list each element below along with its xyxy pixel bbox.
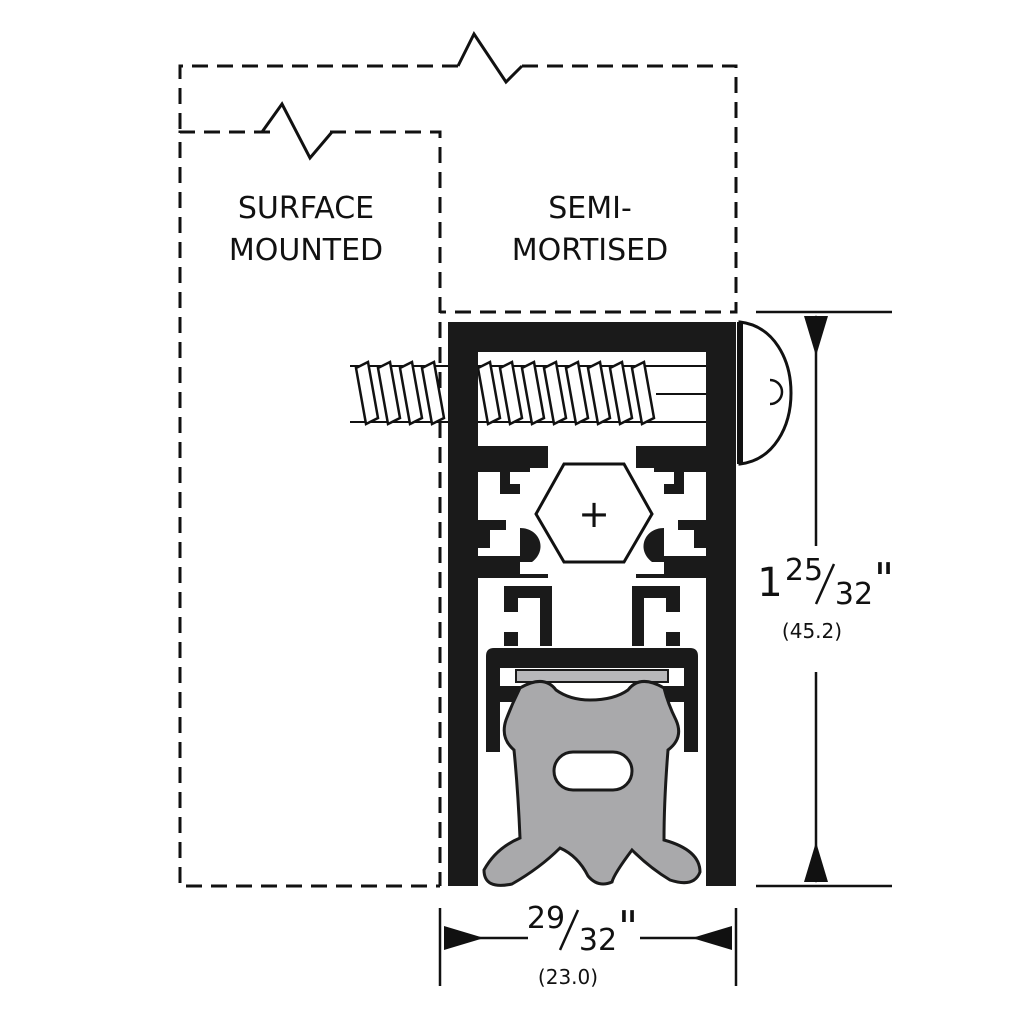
- width-numerator: 29: [527, 901, 565, 936]
- surface-mounted-label-line1: SURFACE: [238, 191, 374, 226]
- screw-head: [737, 320, 793, 466]
- carrier-strip: [515, 669, 669, 683]
- break-symbols: [260, 31, 524, 161]
- width-dimension: 29 32 " (23.0): [438, 901, 738, 989]
- surface-mounted-door-outline: [178, 130, 442, 888]
- height-denominator: 32: [835, 577, 873, 612]
- semi-mortised-label-line1: SEMI-: [548, 191, 632, 226]
- height-inch-mark: ": [874, 554, 894, 605]
- height-whole: 1: [757, 560, 782, 606]
- width-metric: (23.0): [538, 965, 598, 989]
- hex-screw-center-mark: +: [578, 492, 610, 536]
- width-inch-mark: ": [618, 902, 638, 953]
- width-denominator: 32: [579, 923, 617, 958]
- semi-mortised-label-line2: MORTISED: [512, 233, 668, 268]
- height-dimension: 1 25 32 " (45.2): [756, 310, 894, 888]
- hex-screw: +: [534, 462, 654, 564]
- surface-mounted-label-line2: MOUNTED: [229, 233, 383, 268]
- height-numerator: 25: [785, 553, 823, 588]
- screw: [350, 360, 722, 426]
- neoprene-seal: [482, 680, 702, 887]
- height-metric: (45.2): [782, 619, 842, 643]
- semi-mortised-door-outline: [178, 64, 738, 314]
- width-fraction-slash: [558, 909, 580, 951]
- housing-profile: [448, 322, 736, 886]
- height-fraction-slash: [814, 563, 836, 605]
